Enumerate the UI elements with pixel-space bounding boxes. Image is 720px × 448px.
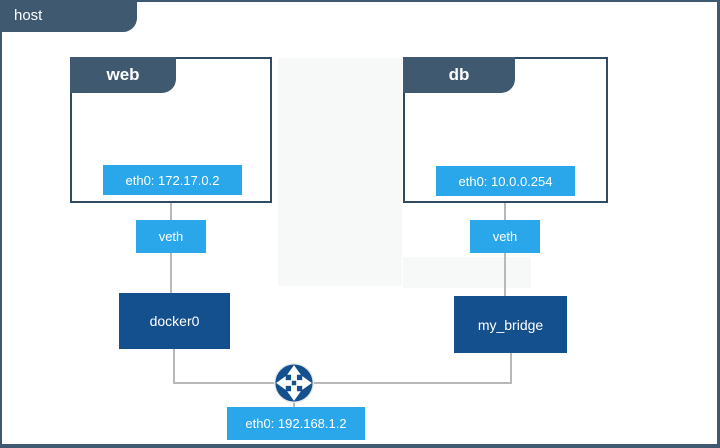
edge-bridges-horizontal <box>173 382 512 384</box>
edge-web-to-veth <box>170 203 172 220</box>
container-name-db: db <box>448 65 470 84</box>
edge-docker0-to-router <box>173 349 175 383</box>
eth-label-web: eth0: 172.17.0.2 <box>125 172 220 188</box>
bridge-node-docker0: docker0 <box>119 293 230 349</box>
bridge-label-docker0: docker0 <box>149 313 200 329</box>
background-panel <box>278 58 402 286</box>
veth-label-db: veth <box>492 229 518 244</box>
container-name-web: web <box>106 65 140 84</box>
edge-veth-to-my-bridge <box>504 253 506 296</box>
background-panel <box>403 257 531 288</box>
container-tab-db: db <box>403 57 515 93</box>
edge-veth-to-docker0 <box>170 253 172 293</box>
veth-label-web: veth <box>158 229 184 244</box>
edge-db-to-veth <box>504 203 506 220</box>
eth-label-db: eth0: 10.0.0.254 <box>458 173 553 189</box>
eth-label-host: eth0: 192.168.1.2 <box>245 416 347 431</box>
veth-chip-web: veth <box>136 220 206 253</box>
veth-chip-db: veth <box>470 220 540 253</box>
host-label: host <box>14 7 43 24</box>
container-tab-web: web <box>70 57 176 93</box>
eth-chip-web: eth0: 172.17.0.2 <box>103 165 242 195</box>
bridge-node-my-bridge: my_bridge <box>454 296 567 353</box>
eth-chip-db: eth0: 10.0.0.254 <box>436 166 575 196</box>
eth-chip-host: eth0: 192.168.1.2 <box>227 407 365 440</box>
router-crossed-arrows-icon <box>272 361 316 405</box>
bridge-label-my-bridge: my_bridge <box>477 316 544 333</box>
edge-my-bridge-to-router <box>510 353 512 383</box>
host-tab: host <box>0 0 137 32</box>
